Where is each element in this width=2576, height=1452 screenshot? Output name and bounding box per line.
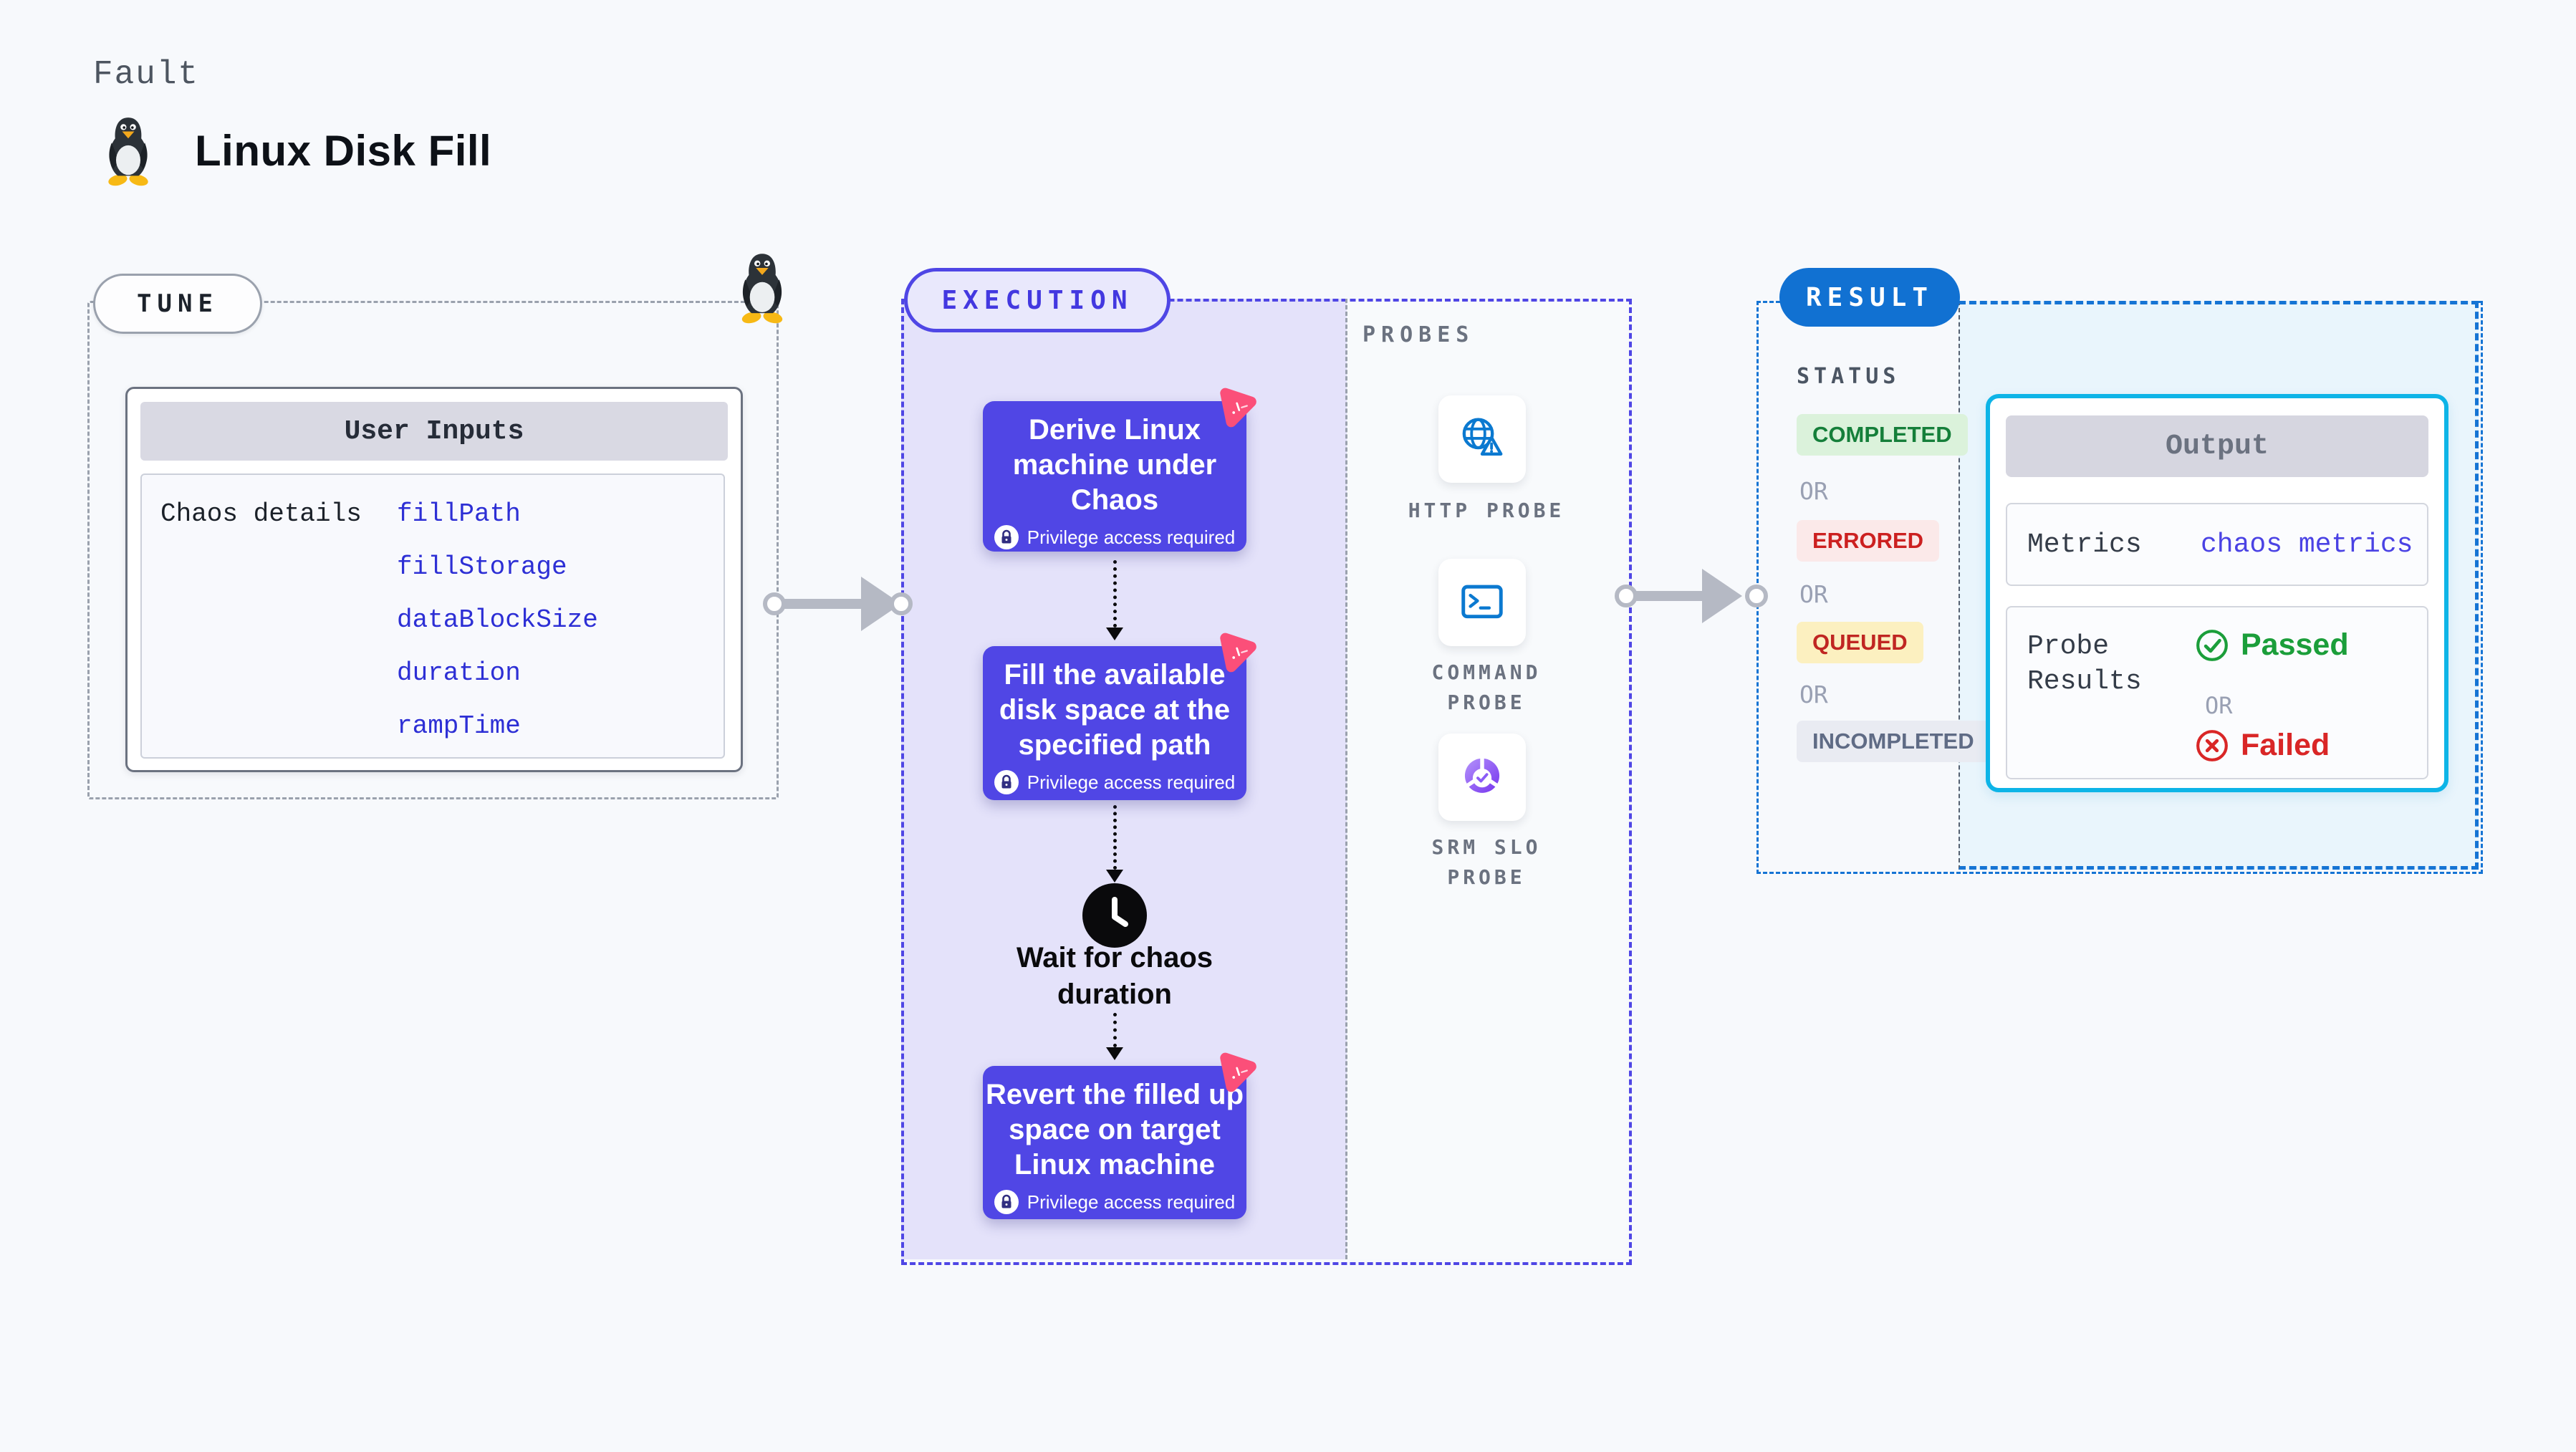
status-badge-errored: ERRORED	[1797, 520, 1940, 562]
flow-arrowhead	[1106, 870, 1123, 883]
http-probe-label: HTTP PROBE	[1408, 499, 1565, 522]
status-label: STATUS	[1797, 364, 1900, 389]
user-inputs-title: User Inputs	[140, 402, 728, 461]
srm-slo-probe-label: SRM SLO PROBE	[1431, 835, 1542, 889]
check-circle-icon	[2196, 629, 2228, 661]
probe-results-row: Probe Results Passed OR Failed	[2006, 606, 2428, 779]
step-card-fill-disk: Fill the available disk space at the spe…	[983, 633, 1256, 800]
status-badge-queued: QUEUED	[1797, 622, 1923, 663]
input-link-ramptime[interactable]: rampTime	[397, 711, 521, 741]
globe-warning-icon	[1462, 418, 1503, 456]
tux-penguin-corner-icon	[741, 254, 783, 324]
tune-to-execution-arrow	[782, 599, 865, 609]
privilege-row: Privilege access required	[994, 525, 1235, 549]
wait-for-chaos-label: Wait for chaos duration	[1016, 942, 1213, 1010]
flow-arrowhead	[1106, 628, 1123, 640]
input-link-fillstorage[interactable]: fillStorage	[397, 552, 567, 582]
output-title: Output	[2006, 415, 2428, 477]
fault-eyebrow: Fault	[93, 56, 200, 93]
flow-connector	[1113, 805, 1117, 870]
input-link-fillpath[interactable]: fillPath	[397, 499, 521, 529]
or-label: OR	[2205, 692, 2233, 719]
execution-to-result-arrow	[1636, 591, 1706, 601]
probe-results-label: Probe Results	[2027, 631, 2142, 697]
step-card-revert-space: Revert the filled up space on target Lin…	[983, 1052, 1256, 1219]
failed-result: Failed	[2195, 728, 2330, 763]
or-label: OR	[1799, 477, 1828, 505]
chaos-details-label: Chaos details	[160, 499, 362, 529]
lock-icon	[994, 525, 1019, 549]
user-inputs-card: User Inputs Chaos details fillPath fillS…	[125, 387, 743, 772]
page-title: Linux Disk Fill	[195, 127, 492, 175]
privilege-note: Privilege access required	[1027, 526, 1236, 548]
status-badge-incompleted: INCOMPLETED	[1797, 721, 1990, 762]
failed-label: Failed	[2241, 728, 2330, 762]
chaos-metrics-link[interactable]: chaos metrics	[2201, 529, 2413, 560]
command-probe-label: COMMAND PROBE	[1431, 660, 1542, 714]
passed-result: Passed	[2195, 628, 2349, 663]
tune-section-box	[87, 301, 779, 799]
step-title: Revert the filled up space on target Lin…	[985, 1079, 1244, 1181]
flow-connector	[1113, 560, 1117, 628]
slo-donut-check-icon	[1464, 756, 1500, 793]
execution-pill: EXECUTION	[904, 268, 1171, 332]
chaos-icon	[1220, 1052, 1256, 1092]
step-title: Derive Linux machine under Chaos	[1012, 414, 1217, 516]
connector-dot	[890, 592, 913, 615]
connector-dot	[1615, 585, 1638, 607]
metrics-row: Metrics chaos metrics	[2006, 503, 2428, 586]
passed-label: Passed	[2241, 628, 2349, 662]
or-label: OR	[1799, 681, 1828, 708]
tux-penguin-icon	[108, 117, 148, 186]
status-badge-completed: COMPLETED	[1797, 414, 1968, 456]
execution-section-box	[901, 299, 1632, 1265]
chaos-input-list: fillPath fillStorage dataBlockSize durat…	[397, 499, 598, 741]
clock-icon	[1082, 883, 1147, 948]
metrics-label: Metrics	[2027, 529, 2142, 560]
flow-arrowhead	[1106, 1047, 1123, 1060]
privilege-row: Privilege access required	[994, 1190, 1235, 1214]
result-pill: RESULT	[1779, 268, 1960, 327]
chaos-icon	[1220, 633, 1256, 673]
lock-icon	[994, 770, 1019, 794]
lock-icon	[994, 1190, 1019, 1214]
command-probe-tile	[1438, 559, 1526, 646]
flow-connector	[1113, 1013, 1117, 1047]
chaos-icon	[1220, 388, 1256, 428]
user-inputs-body: Chaos details fillPath fillStorage dataB…	[140, 473, 725, 759]
step-title: Fill the available disk space at the spe…	[999, 659, 1231, 761]
probes-divider	[1345, 299, 1347, 1259]
tune-pill: TUNE	[93, 274, 262, 334]
privilege-note: Privilege access required	[1027, 771, 1236, 793]
terminal-icon	[1461, 585, 1503, 619]
http-probe-tile	[1438, 395, 1526, 483]
connector-dot	[1745, 585, 1768, 607]
srm-slo-probe-tile	[1438, 734, 1526, 821]
connector-dot	[763, 592, 786, 615]
output-card: Output Metrics chaos metrics Probe Resul…	[1986, 394, 2448, 792]
input-link-datablocksize[interactable]: dataBlockSize	[397, 605, 598, 635]
execution-to-result-arrowhead	[1702, 569, 1742, 623]
or-label: OR	[1799, 580, 1828, 608]
probes-label: PROBES	[1363, 322, 1475, 347]
x-circle-icon	[2196, 729, 2228, 761]
step-card-derive-machine: Derive Linux machine under Chaos Privile…	[983, 388, 1256, 552]
input-link-duration[interactable]: duration	[397, 658, 521, 688]
privilege-note: Privilege access required	[1027, 1191, 1236, 1213]
privilege-row: Privilege access required	[994, 770, 1235, 794]
